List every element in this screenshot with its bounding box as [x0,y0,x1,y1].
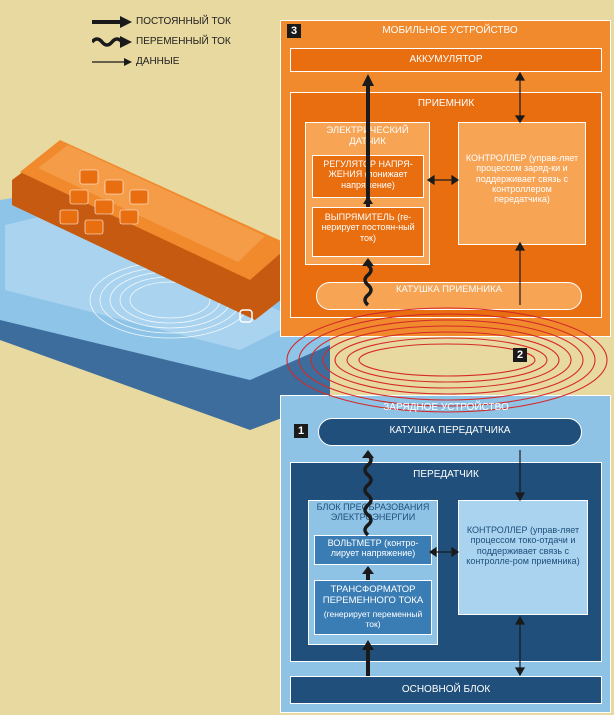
rectifier-box: ВЫПРЯМИТЕЛЬ (ге-нерирует постоян-ный ток… [312,207,424,257]
data-arrows-mobile [426,71,526,305]
mobile-title: МОБИЛЬНОЕ УСТРОЙСТВО [382,25,518,36]
battery-box: АККУМУЛЯТОР [290,48,602,72]
voltmeter-box: ВОЛЬТМЕТР (контро-лирует напряжение) [314,535,432,565]
dc-arrow-rectifier-to-battery [362,74,374,207]
legend: ПОСТОЯННЫЙ ТОК ПЕРЕМЕННЫЙ ТОК ДАННЫЕ [92,14,262,74]
ac-arrow-transformer-to-coil [362,450,374,537]
mobile-number-badge: 3 [287,24,301,38]
transmitter-coil-pill [318,418,582,446]
mobile-controller-box: КОНТРОЛЛЕР (управ-ляет процессом заряд-к… [458,122,586,245]
data-arrows-charger [428,450,526,677]
legend-ac-label: ПЕРЕМЕННЫЙ ТОК [136,36,231,47]
transformer-label: ТРАНСФОРМАТОР ПЕРЕМЕННОГО ТОКА [322,584,424,606]
ac-arrow-coil-to-rectifier [362,258,374,307]
charger-number-badge: 1 [294,424,308,438]
field-number-badge: 2 [513,348,527,362]
transformer-box [314,580,432,635]
base-unit-box: ОСНОВНОЙ БЛОК [290,676,602,704]
converter-title: БЛОК ПРЕОБРАЗОВАНИЯ ЭЛЕКТРОЭНЕРГИИ [316,502,430,523]
dc-arrow-icon [92,16,132,28]
magnetic-field [286,307,608,413]
receiver-title: ПРИЕМНИК [417,98,475,109]
data-arrow-icon [92,58,132,66]
charger-controller-box: КОНТРОЛЛЕР (управ-ляет процессом токо-от… [458,500,588,615]
charger-title: ЗАРЯДНОЕ УСТРОЙСТВО [383,402,509,413]
phone-illustration [12,140,300,323]
receiver-coil-box: КАТУШКА ПРИЕМНИКА [316,282,582,310]
legend-dc-label: ПОСТОЯННЫЙ ТОК [136,16,231,27]
transmitter-title: ПЕРЕДАТЧИК [413,469,479,480]
transmitter-coil-label: КАТУШКА ПЕРЕДАТЧИКА [389,425,511,436]
ac-arrow-icon [92,36,132,48]
legend-data-label: ДАННЫЕ [136,56,180,67]
transformer-note: (генерирует переменный ток) [323,609,423,629]
dc-arrows-charger [362,566,374,676]
